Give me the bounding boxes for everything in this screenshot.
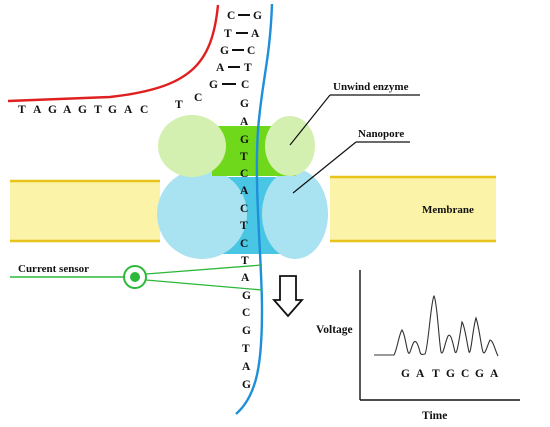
base: T <box>224 28 232 40</box>
base: T <box>94 104 102 116</box>
membrane-left <box>10 181 160 241</box>
base: G <box>209 79 218 91</box>
base: G <box>242 325 251 337</box>
base: A <box>240 185 249 197</box>
membrane <box>10 175 496 243</box>
sensor-node-inner <box>130 272 140 282</box>
plot-xlabel: Time <box>422 410 447 422</box>
base: C <box>140 104 148 116</box>
membrane-label: Membrane <box>422 204 474 216</box>
nanopore-right-lobe <box>262 169 328 259</box>
paired-bases-left: C T G A G <box>209 10 235 91</box>
base: A <box>216 62 225 74</box>
leading-strand-sequence: T A G A G T G A C T C <box>18 92 202 116</box>
base: A <box>242 361 251 373</box>
base: G <box>240 98 249 110</box>
base: T <box>240 151 248 163</box>
base: G <box>220 45 229 57</box>
sequence-letter: T <box>432 368 440 380</box>
base: T <box>240 220 248 232</box>
base: A <box>240 116 249 128</box>
enzyme-left-lobe <box>158 115 226 177</box>
sequence-letter: G <box>475 368 484 380</box>
base: C <box>242 307 250 319</box>
nanopore-leader <box>292 141 357 194</box>
membrane-right <box>330 177 496 241</box>
sequence-letter: A <box>416 368 425 380</box>
down-arrow-icon <box>272 275 304 318</box>
sequence-letter: G <box>446 368 455 380</box>
base: A <box>63 104 72 116</box>
nanopore-left-lobe <box>157 169 247 259</box>
base: C <box>241 79 249 91</box>
blue-dna-strand <box>235 3 274 415</box>
enzyme-right-lobe <box>265 116 315 176</box>
unwind-enzyme-label: Unwind enzyme <box>333 81 409 93</box>
base: A <box>33 104 42 116</box>
base: G <box>48 104 57 116</box>
base: C <box>247 45 255 57</box>
nanopore-label: Nanopore <box>358 128 404 140</box>
nanopore <box>157 169 328 259</box>
base: C <box>227 10 235 22</box>
base: G <box>108 104 117 116</box>
sensor-lead-lower <box>145 279 263 291</box>
base: T <box>175 99 183 111</box>
paired-bases-right: G A C T C <box>241 10 262 91</box>
base: A <box>124 104 133 116</box>
base: G <box>242 379 251 391</box>
current-sensor: Current sensor <box>10 263 263 291</box>
base: T <box>242 343 250 355</box>
base: G <box>78 104 87 116</box>
signal-trace <box>374 295 499 357</box>
base: A <box>251 28 260 40</box>
sequence-letter: A <box>490 368 499 380</box>
plot-ylabel: Voltage <box>316 324 353 336</box>
red-dna-strand <box>7 4 220 103</box>
pore-strand-sequence: G A G T C A C T C T A G C G T A G <box>240 98 251 391</box>
current-sensor-label: Current sensor <box>18 263 89 275</box>
base: T <box>18 104 26 116</box>
sensor-lead-upper <box>145 264 263 275</box>
base: T <box>244 62 252 74</box>
base: G <box>253 10 262 22</box>
base-pair-bonds <box>222 14 250 85</box>
sequence-letter: G <box>401 368 410 380</box>
signal-plot: Voltage Time G A T G C G A <box>316 270 520 422</box>
sequence-letter: C <box>461 368 469 380</box>
base: T <box>241 255 249 267</box>
unwind-enzyme <box>158 115 315 177</box>
base: C <box>240 238 248 250</box>
base: C <box>194 92 202 104</box>
base: G <box>242 290 251 302</box>
plot-sequence-labels: G A T G C G A <box>401 368 499 380</box>
base: C <box>240 203 248 215</box>
base: G <box>240 134 249 146</box>
unwind-enzyme-leader <box>289 94 331 146</box>
base: A <box>241 272 250 284</box>
base: C <box>240 168 248 180</box>
